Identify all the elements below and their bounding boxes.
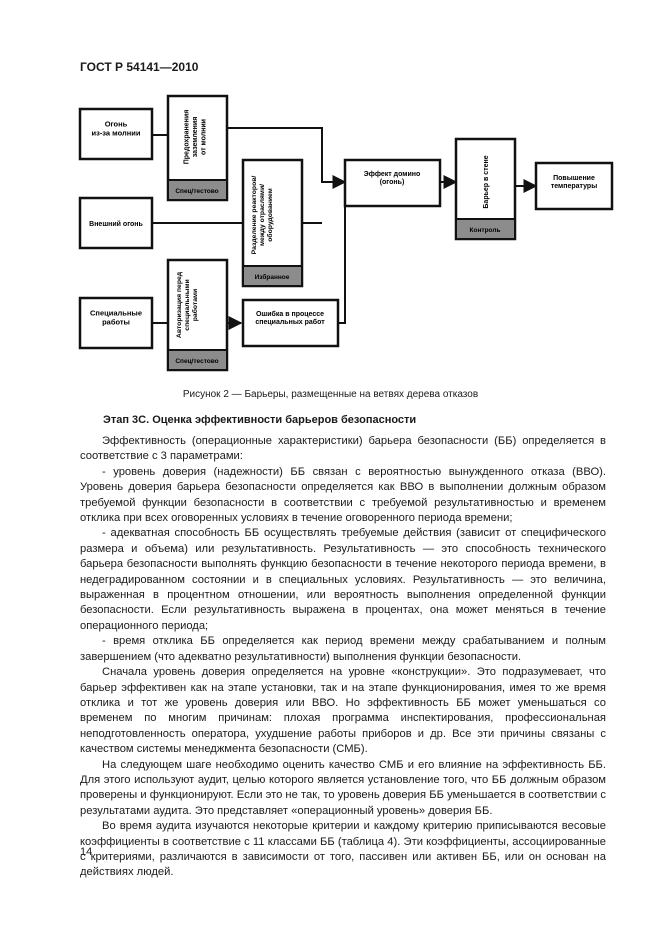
fire-barrier-label: Барьер в стене [483, 155, 490, 208]
section-title: Этап 3С. Оценка эффективности барьеров б… [103, 414, 417, 426]
fire-barrier-tag-label: Контроль [470, 227, 501, 234]
separation-tag [242, 265, 303, 287]
external-fire-label: Внешний огонь [89, 220, 143, 228]
lightning-protection-tag [167, 179, 228, 201]
body-text: Эффективность (операционные характеристи… [80, 434, 606, 881]
fire-lightning-box [78, 107, 154, 161]
separation-label: Разделение реакторов/между отраслями/обо… [251, 176, 274, 255]
special-work-error-box [241, 298, 340, 348]
special-work-box [78, 296, 154, 350]
paragraph: Во время аудита изучаются некоторые крит… [80, 820, 606, 879]
paragraph: - время отклика ББ определяется как пери… [80, 635, 606, 663]
paragraph: - уровень доверия (надежности) ББ связан… [80, 465, 606, 525]
work-authorization-label: Авторизация передспециальнымиработами [176, 271, 199, 338]
work-authorization-tag-label: Спец/тестово [175, 358, 218, 365]
domino-label: Эффект домино(огонь) [364, 171, 421, 186]
external-fire-box [78, 196, 154, 250]
domino-box [343, 158, 442, 208]
separation-tag-label: Избранное [255, 273, 290, 281]
page-number: 14 [80, 846, 93, 858]
work-authorization-tag [167, 349, 228, 371]
document-header: ГОСТ Р 54141—2010 [80, 60, 199, 74]
paragraph: Сначала уровень доверия определяется на … [80, 666, 606, 756]
paragraph: Эффективность (операционные характеристи… [80, 435, 606, 463]
lightning-protection-label: Предохранениязаземленияот молнии [184, 110, 208, 165]
fire-barrier-tag [455, 218, 516, 240]
figure-caption: Рисунок 2 — Барьеры, размещенные на ветв… [182, 389, 479, 400]
temp-rise-box [534, 161, 614, 211]
lightning-protection-tag-label: Спец/тестово [175, 188, 218, 195]
paragraph: - адекватная способность ББ осуществлять… [80, 527, 606, 632]
paragraph: На следующем шаге необходимо оценить кач… [80, 758, 606, 817]
